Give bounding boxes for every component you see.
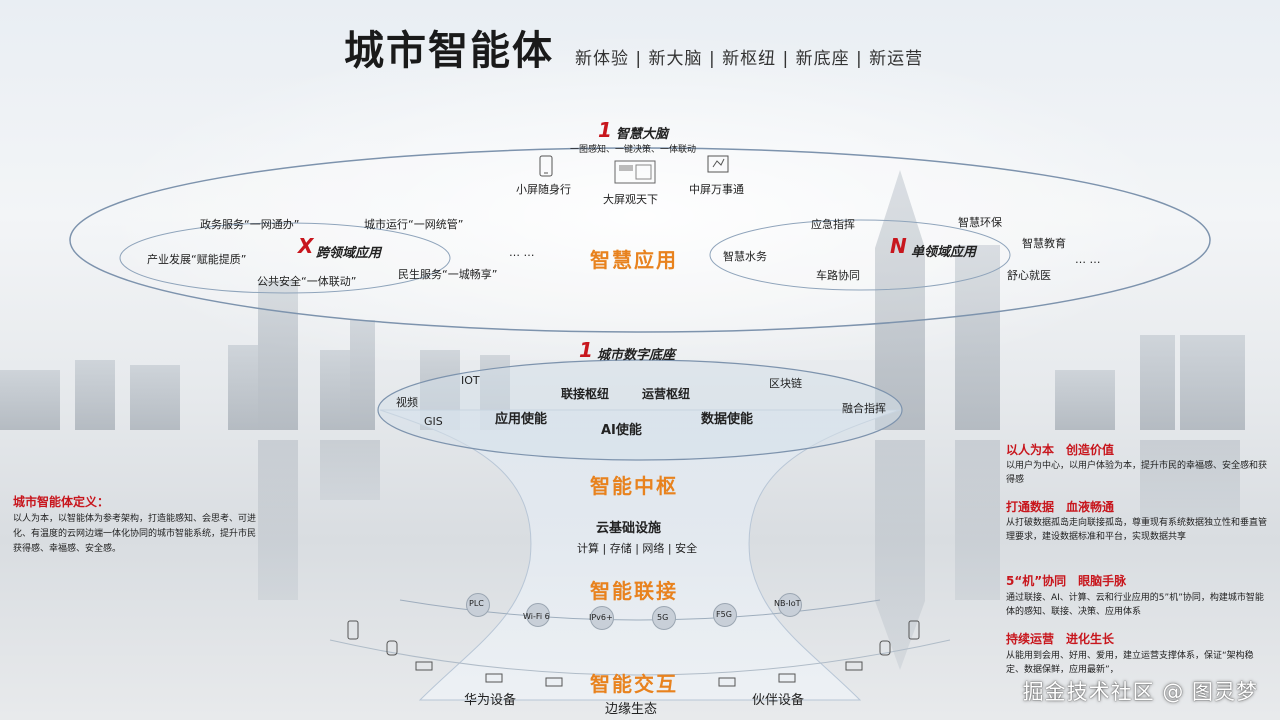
single-domain-number: N: [890, 234, 907, 258]
interact-item: 伙伴设备: [752, 693, 805, 708]
page-subtitle: 新体验 | 新大脑 | 新枢纽 | 新底座 | 新运营: [575, 49, 924, 69]
base-label: 城市数字底座: [597, 348, 676, 363]
node-circle: [713, 603, 737, 627]
sky-glow: [0, 0, 1280, 360]
screen-small: 小屏随身行: [516, 183, 571, 196]
brain-label: 智慧大脑: [616, 127, 669, 142]
n-item: 舒心就医: [1007, 269, 1051, 282]
x-item: 产业发展“赋能提质”: [147, 253, 247, 266]
n-item: … …: [1075, 253, 1101, 266]
tablet-icon: [707, 155, 729, 173]
connect-item: NB-IoT: [774, 599, 801, 608]
n-item: 车路协同: [816, 269, 860, 282]
n-item: 应急指挥: [811, 218, 855, 231]
section-body: 从打破数据孤岛走向联接孤岛，尊重现有系统数据独立性和垂直管理要求，建设数据标准和…: [1006, 518, 1268, 542]
interact-item: 边缘生态: [605, 702, 658, 717]
n-item: 智慧水务: [723, 250, 767, 263]
base-item: IOT: [461, 374, 480, 387]
section-title: 以人为本 创造价值: [1006, 443, 1115, 457]
section-body: 以用户为中心，以用户体验为本，提升市民的幸福感、安全感和获得感: [1006, 461, 1268, 485]
brain-number: 1: [598, 118, 612, 142]
connect-label: 智能联接: [590, 579, 678, 603]
single-domain-label: 单领域应用: [911, 245, 977, 260]
cross-domain-label: 跨领域应用: [316, 246, 382, 261]
base-item: 数据使能: [701, 412, 754, 427]
section-title: 持续运营 进化生长: [1006, 632, 1115, 646]
section-title: 5“机”协同 眼脑手脉: [1006, 574, 1127, 588]
base-item: 联接枢纽: [561, 387, 610, 401]
connect-item: PLC: [469, 599, 484, 608]
n-item: 智慧教育: [1022, 237, 1066, 250]
base-number: 1: [579, 338, 593, 362]
section-body: 从能用到会用、好用、爱用，建立运营支撑体系，保证“架构稳定、数据保鲜，应用最新”…: [1006, 651, 1254, 675]
base-item: 融合指挥: [842, 402, 886, 415]
connect-item: F5G: [716, 610, 732, 619]
connect-item: 5G: [657, 613, 669, 622]
screen-large: 大屏观天下: [603, 193, 658, 206]
cloud-label: 云基础设施: [596, 521, 662, 536]
big-screen-icon: [614, 160, 656, 184]
screen-medium: 中屏万事通: [689, 183, 744, 196]
node-circle: [590, 606, 614, 630]
base-item: 区块链: [769, 377, 802, 390]
cross-domain-number: X: [298, 234, 314, 258]
watermark: 掘金技术社区 @ 图灵梦: [1022, 680, 1258, 704]
base-item: GIS: [424, 415, 443, 428]
n-item: 智慧环保: [958, 216, 1002, 229]
x-item: 公共安全“一体联动”: [257, 275, 357, 288]
definition-title: 城市智能体定义：: [13, 495, 110, 509]
base-item: 应用使能: [495, 412, 548, 427]
x-item: 民生服务“一城畅享”: [398, 268, 498, 281]
base-item: 视频: [396, 396, 418, 409]
cloud-items: 计算 | 存储 | 网络 | 安全: [577, 542, 698, 555]
x-item: … …: [509, 246, 535, 259]
base-item: AI使能: [601, 423, 642, 438]
brain-desc: 一图感知、一键决策、一体联动: [570, 145, 697, 155]
connect-item: Wi-Fi 6: [523, 612, 550, 621]
section-body: 通过联接、AI、计算、云和行业应用的5”机”协同，构建城市智能体的感知、联接、决…: [1006, 593, 1264, 617]
x-item: 政务服务“一网通办”: [200, 218, 300, 231]
connect-item: IPv6+: [589, 613, 613, 622]
section-title: 打通数据 血液畅通: [1006, 500, 1115, 514]
interact-label: 智能交互: [590, 672, 678, 696]
node-circle: [466, 593, 490, 617]
x-item: 城市运行“一网统管”: [364, 218, 464, 231]
base-item: 运营枢纽: [642, 387, 691, 401]
smart-apps-label: 智慧应用: [590, 248, 678, 272]
page-title: 城市智能体: [344, 28, 554, 74]
phone-icon: [539, 155, 553, 177]
node-circle: [652, 606, 676, 630]
definition-body: 以人为本，以智能体为参考架构，打造能感知、会思考、可进化、有温度的云网边端一体化…: [13, 514, 257, 554]
hub-label: 智能中枢: [590, 474, 678, 498]
interact-item: 华为设备: [464, 693, 517, 708]
node-circle: [778, 593, 802, 617]
node-circle: [526, 603, 550, 627]
